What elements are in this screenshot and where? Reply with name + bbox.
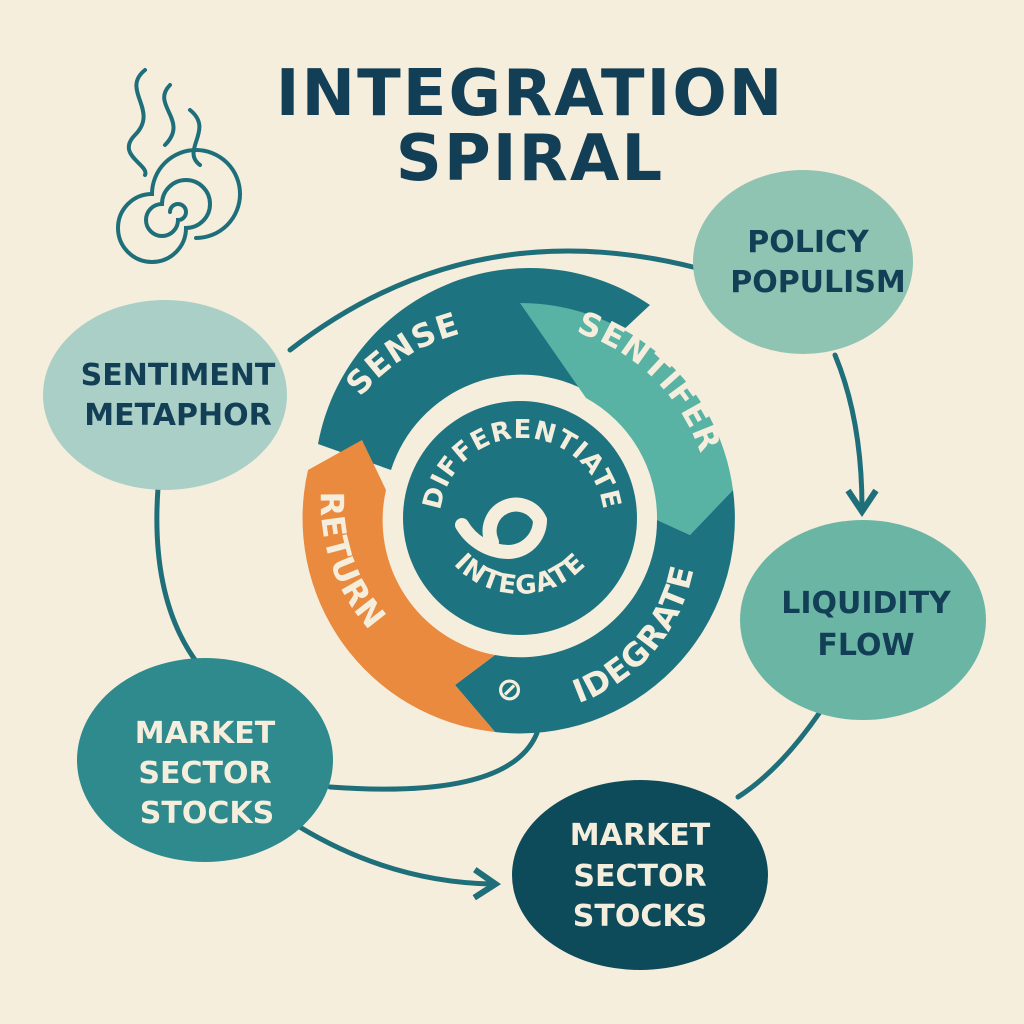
connector-market-cycle — [327, 730, 540, 792]
connector-liquidity-market — [735, 709, 823, 800]
node-label: FLOW — [817, 628, 914, 663]
connector-market-market — [295, 823, 502, 901]
node-market-sector-stocks-left[interactable]: MARKET SECTOR STOCKS — [77, 658, 333, 862]
node-label: SECTOR — [138, 756, 271, 791]
spiral-logo-icon — [116, 68, 242, 264]
node-label: STOCKS — [140, 796, 274, 831]
connector-policy-liquidity — [832, 352, 879, 518]
segment-return[interactable] — [302, 440, 495, 732]
node-label: POPULISM — [730, 265, 906, 300]
segment-idegrate[interactable] — [455, 490, 735, 734]
node-label: LIQUIDITY — [781, 586, 952, 621]
spiral-center-icon — [455, 497, 548, 560]
inner-disk — [403, 401, 637, 635]
connector-sentiment-policy — [287, 248, 700, 353]
node-label: STOCKS — [573, 899, 707, 934]
title-line-1: INTEGRATION — [276, 57, 785, 131]
node-label: METAPHOR — [84, 398, 271, 433]
null-symbol-icon: ⊘ — [496, 670, 524, 708]
node-label: MARKET — [570, 818, 711, 853]
connector-sentiment-market — [154, 485, 201, 667]
node-label: SENTIMENT — [81, 358, 276, 393]
node-label: SECTOR — [573, 859, 706, 894]
node-market-sector-stocks-bottom[interactable]: MARKET SECTOR STOCKS — [512, 780, 768, 970]
title-line-2: SPIRAL — [396, 122, 664, 196]
node-label: MARKET — [135, 716, 276, 751]
node-label: POLICY — [747, 225, 870, 260]
node-sentiment-metaphor[interactable]: SENTIMENT METAPHOR — [43, 300, 287, 490]
segment-sentifer[interactable] — [520, 303, 733, 535]
cycle-ring — [302, 268, 735, 734]
node-liquidity-flow[interactable]: LIQUIDITY FLOW — [740, 520, 986, 720]
node-policy-populism[interactable]: POLICY POPULISM — [693, 170, 913, 354]
